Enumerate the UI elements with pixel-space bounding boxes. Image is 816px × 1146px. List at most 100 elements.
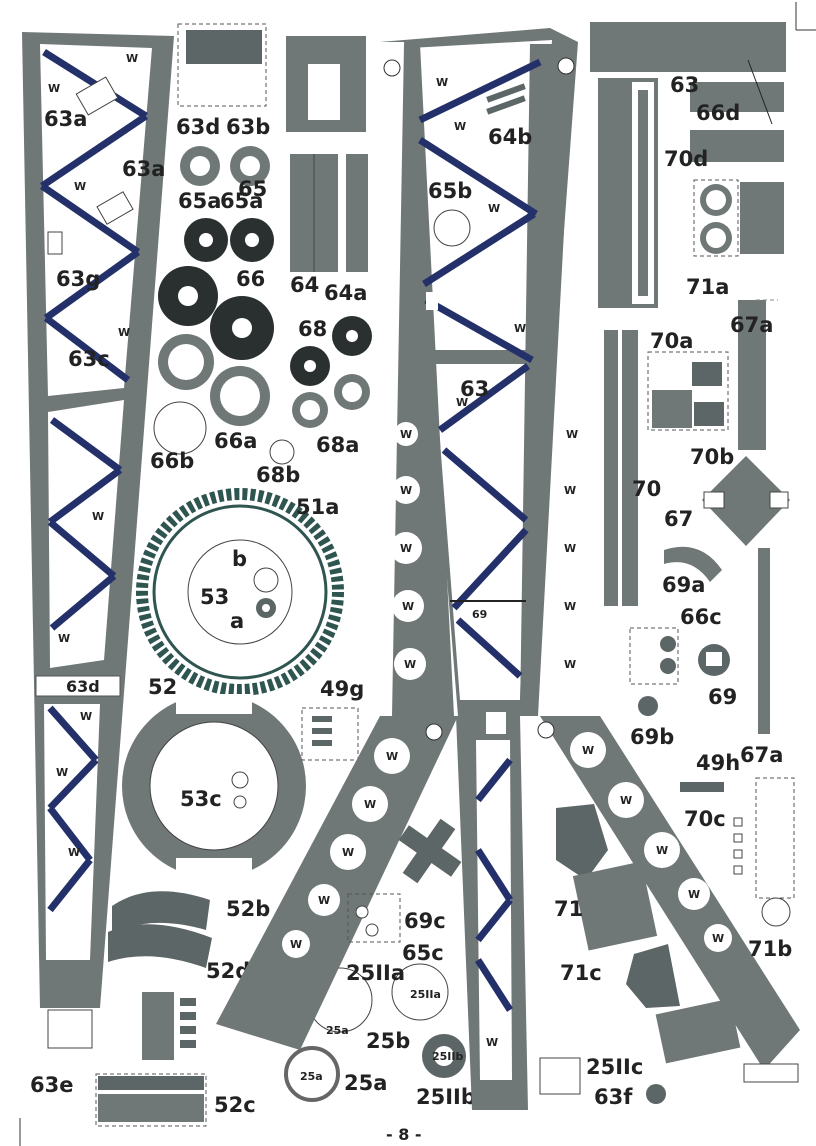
label-63d-strip: 63d bbox=[66, 677, 100, 696]
svg-text:W: W bbox=[514, 322, 526, 335]
parts-52c bbox=[95, 992, 207, 1127]
svg-text:W: W bbox=[582, 744, 594, 757]
label-63: 63 bbox=[460, 377, 489, 401]
label-53-a: a bbox=[230, 609, 244, 633]
right-column-parts bbox=[590, 22, 795, 927]
svg-text:W: W bbox=[486, 1036, 498, 1049]
svg-text:W: W bbox=[564, 542, 576, 555]
label-49g: 49g bbox=[320, 677, 364, 701]
right-leg-plates bbox=[556, 804, 799, 1083]
label-25a: 25a bbox=[344, 1071, 387, 1095]
label-25b: 25b bbox=[366, 1029, 410, 1053]
label-67: 67 bbox=[664, 507, 693, 531]
label-68: 68 bbox=[298, 317, 327, 341]
svg-text:W: W bbox=[386, 750, 398, 763]
mark-25a-small: 25a bbox=[326, 1024, 349, 1037]
discs-25 bbox=[284, 963, 466, 1102]
label-63g: 63g bbox=[56, 267, 100, 291]
mark-69-dim: 69 bbox=[472, 608, 487, 621]
label-66c: 66c bbox=[680, 605, 722, 629]
plates-52b bbox=[108, 891, 212, 968]
label-63e: 63e bbox=[30, 1073, 73, 1097]
label-70c: 70c bbox=[684, 807, 726, 831]
label-63f: 63f bbox=[594, 1085, 633, 1109]
label-66a: 66a bbox=[214, 429, 257, 453]
label-70a: 70a bbox=[650, 329, 693, 353]
label-52b: 52b bbox=[226, 897, 270, 921]
svg-text:W: W bbox=[564, 484, 576, 497]
svg-text:W: W bbox=[564, 658, 576, 671]
label-69c: 69c bbox=[404, 909, 446, 933]
svg-text:W: W bbox=[342, 846, 354, 859]
window-mark: W bbox=[56, 766, 68, 779]
central-a-frame bbox=[216, 28, 800, 1110]
label-66d: 66d bbox=[696, 101, 740, 125]
svg-text:W: W bbox=[620, 794, 632, 807]
label-63b: 63b bbox=[226, 115, 270, 139]
part-69c bbox=[347, 818, 462, 943]
label-65b: 65b bbox=[428, 179, 472, 203]
label-49h: 49h bbox=[696, 751, 740, 775]
svg-text:W: W bbox=[456, 396, 468, 409]
svg-text:W: W bbox=[688, 888, 700, 901]
label-70: 70 bbox=[632, 477, 661, 501]
label-63-right: 63 bbox=[670, 73, 699, 97]
label-68b: 68b bbox=[256, 463, 300, 487]
part-63f bbox=[539, 1057, 666, 1104]
label-65a: 65a bbox=[178, 189, 221, 213]
svg-text:W: W bbox=[400, 484, 412, 497]
label-65: 65 bbox=[238, 177, 267, 201]
top-middle-parts bbox=[177, 23, 368, 272]
window-mark: W bbox=[48, 82, 60, 95]
label-53c: 53c bbox=[180, 787, 222, 811]
svg-text:W: W bbox=[712, 932, 724, 945]
label-52: 52 bbox=[148, 675, 177, 699]
label-70b: 70b bbox=[690, 445, 734, 469]
label-65a: 65a bbox=[220, 189, 263, 213]
svg-text:W: W bbox=[404, 658, 416, 671]
label-63a: 63a bbox=[44, 107, 87, 131]
svg-text:W: W bbox=[488, 202, 500, 215]
label-69a: 69a bbox=[662, 573, 705, 597]
svg-text:W: W bbox=[436, 76, 448, 89]
label-25IIa: 25IIa bbox=[346, 961, 405, 985]
label-67a-lower: 67a bbox=[740, 743, 783, 767]
svg-text:W: W bbox=[318, 894, 330, 907]
label-51a: 51a bbox=[296, 495, 339, 519]
label-66: 66 bbox=[236, 267, 265, 291]
label-25IIb: 25IIb bbox=[416, 1085, 476, 1109]
label-71a: 71a bbox=[686, 275, 729, 299]
ring-52 bbox=[122, 694, 306, 878]
wheel-parts bbox=[153, 146, 372, 465]
label-66b: 66b bbox=[150, 449, 194, 473]
svg-text:W: W bbox=[566, 428, 578, 441]
window-mark: W bbox=[74, 180, 86, 193]
svg-text:W: W bbox=[454, 120, 466, 133]
svg-text:W: W bbox=[400, 428, 412, 441]
label-64: 64 bbox=[290, 273, 319, 297]
label-67a: 67a bbox=[730, 313, 773, 337]
mark-25a-disc: 25a bbox=[300, 1070, 323, 1083]
gear-51a bbox=[136, 488, 344, 696]
label-69b: 69b bbox=[630, 725, 674, 749]
left-truss-panel: 63d bbox=[22, 32, 174, 1049]
svg-text:W: W bbox=[290, 938, 302, 951]
label-68a: 68a bbox=[316, 433, 359, 457]
label-53-b: b bbox=[232, 547, 247, 571]
crop-marks bbox=[19, 2, 816, 1146]
label-53: 53 bbox=[200, 585, 229, 609]
label-71b: 71b bbox=[748, 937, 792, 961]
label-63a: 63a bbox=[122, 157, 165, 181]
porthole-w-marks: W W W W W W W W W W W W W W W W W W W W … bbox=[290, 76, 724, 1049]
svg-text:W: W bbox=[364, 798, 376, 811]
label-64b: 64b bbox=[488, 125, 532, 149]
label-71: 71 bbox=[554, 897, 583, 921]
window-mark: W bbox=[126, 52, 138, 65]
window-mark: W bbox=[68, 846, 80, 859]
window-mark: W bbox=[80, 710, 92, 723]
svg-text:W: W bbox=[400, 542, 412, 555]
label-70d: 70d bbox=[664, 147, 708, 171]
label-64a: 64a bbox=[324, 281, 367, 305]
part-49g bbox=[301, 707, 359, 761]
